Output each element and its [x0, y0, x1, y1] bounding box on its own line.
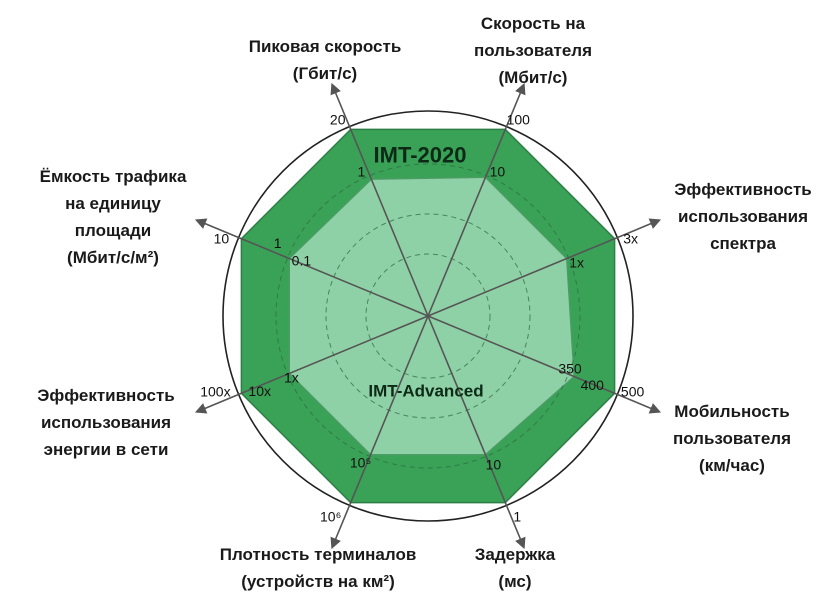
tick-label-traffic-outer: 10: [214, 231, 230, 247]
axis-line-user: [427, 82, 526, 317]
tick-label-traffic-inner: 0.1: [292, 253, 312, 269]
axis-title-line: на единицу: [65, 194, 161, 213]
grid-circle-2: [325, 213, 531, 419]
tick-label-user-outer: 100: [507, 111, 531, 127]
tick-label-spectrum-outer: 3x: [623, 231, 638, 247]
tick-label-spectrum-inner: 1x: [569, 255, 584, 271]
axis-title-line: Задержка: [474, 545, 556, 564]
axis-title-line: пользователя: [672, 428, 792, 448]
axis-title-line: Эффективность: [674, 179, 812, 199]
axis-line-mobility: [427, 315, 662, 414]
axis-title-density: Плотность терминалов (устройств на км²): [198, 541, 438, 595]
axis-title-line: (Мбит/с): [498, 67, 568, 87]
tick-label-energy-mid: 10x: [248, 383, 271, 399]
axis-title-user: Скорость на пользователя (Мбит/с): [413, 10, 653, 91]
tick-label-latency-outer: 1: [513, 509, 521, 525]
axis-title-line: (км/час): [699, 455, 765, 475]
axis-title-latency: Задержка (мс): [395, 541, 635, 595]
tick-label-energy-inner: 1x: [284, 369, 299, 385]
tick-label-latency-inner: 10: [486, 457, 502, 473]
axis-title-line: Мобильность: [674, 401, 790, 421]
axis-title-line: спектра: [710, 233, 776, 253]
axis-title-line: использования: [40, 412, 172, 432]
axis-line-energy: [194, 315, 429, 414]
axis-title-line: Ёмкость трафика: [39, 167, 187, 186]
axis-title-line: (мс): [498, 572, 532, 591]
axis-title-line: площади: [74, 221, 152, 240]
grid-circle-1: [365, 253, 491, 379]
tick-label-mobility-inner: 350: [558, 361, 582, 377]
axis-title-line: Эффективность: [37, 385, 175, 405]
series-label-imt-2020: IMT-2020: [374, 143, 467, 168]
axis-title-line: (Мбит/с/м²): [67, 248, 159, 267]
tick-label-mobility-outer: 500: [621, 383, 645, 399]
axis-line-latency: [427, 315, 526, 550]
axis-title-mobility: Мобильность пользователя (км/час): [612, 398, 840, 479]
axis-line-density: [330, 315, 429, 550]
axis-title-line: использования: [677, 206, 809, 226]
axis-line-peak: [330, 82, 429, 317]
axis-title-line: (Гбит/с): [292, 64, 358, 83]
tick-label-mobility-mid: 400: [581, 377, 605, 393]
tick-label-density-outer: 10⁶: [320, 509, 341, 525]
axis-line-spectrum: [427, 218, 662, 317]
tick-label-user-inner: 10: [490, 163, 506, 179]
axis-title-traffic: Ёмкость трафика на единицу площади (Мбит/с/…: [0, 163, 233, 271]
tick-label-peak-inner: 1: [358, 163, 366, 179]
axis-title-line: Скорость на: [480, 13, 586, 33]
axis-line-traffic: [194, 218, 429, 317]
series-label-imt-advanced: IMT-Advanced: [368, 382, 483, 401]
tick-label-traffic-mid: 1: [274, 235, 282, 251]
tick-label-density-inner: 10⁵: [350, 455, 371, 471]
outer-circle: [222, 110, 634, 522]
grid-circle-3: [275, 163, 581, 469]
axis-title-peak: Пиковая скорость (Гбит/с): [205, 33, 445, 87]
axis-title-energy: Эффективность использования энергии в сети: [0, 382, 226, 463]
axis-title-line: пользователя: [473, 40, 593, 60]
axis-title-line: Пиковая скорость: [248, 37, 402, 56]
axis-title-line: (устройств на км²): [241, 572, 395, 591]
axis-title-spectrum: Эффективность использования спектра: [623, 176, 840, 257]
axis-title-line: Плотность терминалов: [219, 545, 417, 564]
axis-title-line: энергии в сети: [43, 439, 169, 459]
tick-label-peak-outer: 20: [330, 111, 346, 127]
tick-label-energy-outer: 100x: [200, 383, 230, 399]
